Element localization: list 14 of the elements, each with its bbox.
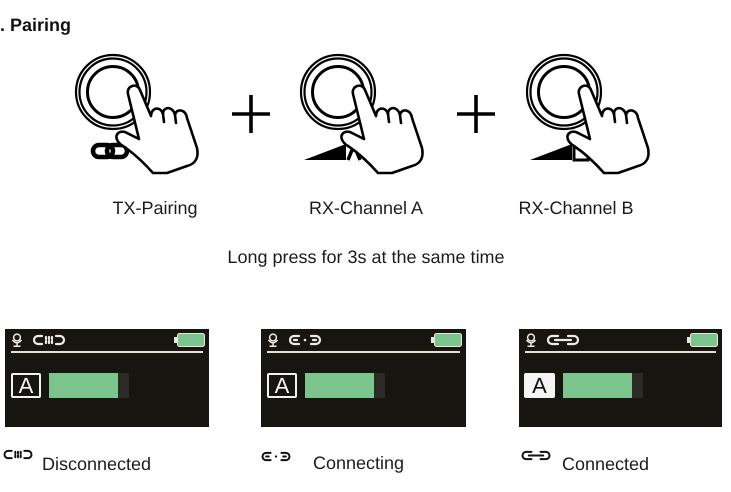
channel-indicator: A: [11, 373, 41, 398]
status-caption: Connecting: [313, 452, 404, 474]
status-caption: Disconnected: [42, 453, 152, 475]
button-caption: TX-Pairing: [112, 197, 198, 219]
instruction-text: Long press for 3s at the same time: [227, 246, 505, 268]
level-meter: [305, 373, 385, 398]
button-caption: RX-Channel B: [518, 197, 634, 219]
channel-indicator: A: [524, 373, 555, 398]
level-meter: [49, 373, 129, 398]
status-caption: Connected: [562, 453, 650, 475]
level-meter: [563, 373, 643, 398]
section-title: . Pairing: [0, 14, 72, 36]
channel-indicator: A: [267, 373, 297, 398]
button-caption: RX-Channel A: [308, 197, 424, 219]
